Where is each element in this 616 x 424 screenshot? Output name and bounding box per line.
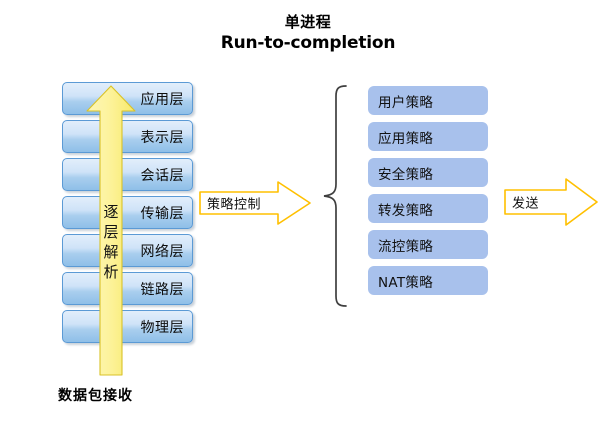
- title-line-chinese: 单进程: [284, 13, 332, 31]
- layer-box-physical[interactable]: 物理层: [62, 310, 193, 343]
- policy-label: 应用策略: [378, 130, 434, 147]
- layer-box-network[interactable]: 网络层: [62, 234, 193, 267]
- layer-box-session[interactable]: 会话层: [62, 158, 193, 191]
- decode-arrow-label-char: 逐: [103, 203, 119, 221]
- packet-receive-caption: 数据包接收: [58, 388, 133, 404]
- curly-brace-icon: [323, 85, 347, 307]
- policy-box-nat[interactable]: NAT策略: [368, 266, 488, 295]
- policy-label: 流控策略: [378, 238, 434, 255]
- send-arrow-label: 发送: [512, 196, 540, 212]
- policy-label: NAT策略: [378, 274, 434, 291]
- decode-arrow-label: 逐层解析: [103, 202, 118, 282]
- policy-box-flow-control[interactable]: 流控策略: [368, 230, 488, 259]
- right-arrow-icon: [199, 181, 311, 225]
- layer-box-transport[interactable]: 传输层: [62, 196, 193, 229]
- decode-arrow-label-char: 析: [103, 263, 119, 281]
- policy-control-arrow[interactable]: 策略控制: [199, 181, 311, 225]
- left-curly-brace: [322, 84, 348, 308]
- title-line-english: Run-to-completion: [220, 33, 396, 54]
- layer-label: 物理层: [140, 319, 184, 336]
- layer-box-presentation[interactable]: 表示层: [62, 120, 193, 153]
- policy-box-security[interactable]: 安全策略: [368, 158, 488, 187]
- policy-box-application[interactable]: 应用策略: [368, 122, 488, 151]
- policy-label: 安全策略: [378, 166, 434, 183]
- layer-label: 链路层: [140, 281, 184, 298]
- protocol-layer-stack: 应用层 表示层 会话层 传输层 网络层 链路层 物理层: [62, 82, 198, 346]
- decode-arrow-label-char: 层: [103, 223, 119, 241]
- policy-list: 用户策略 应用策略 安全策略 转发策略 流控策略 NAT策略: [368, 86, 494, 306]
- layer-label: 网络层: [140, 243, 184, 260]
- policy-control-arrow-label: 策略控制: [207, 197, 262, 213]
- send-arrow[interactable]: 发送: [504, 178, 598, 226]
- up-arrow-icon: [86, 85, 136, 376]
- policy-label: 转发策略: [378, 202, 434, 219]
- policy-label: 用户策略: [378, 94, 434, 111]
- decode-arrow-label-wrap: 逐层解析: [84, 192, 138, 292]
- layer-label: 应用层: [140, 91, 184, 108]
- layer-label: 会话层: [140, 167, 184, 184]
- layer-label: 传输层: [140, 205, 184, 222]
- policy-box-user[interactable]: 用户策略: [368, 86, 488, 115]
- right-arrow-icon: [504, 178, 598, 226]
- diagram-title: 单进程 Run-to-completion: [0, 12, 616, 55]
- layer-label: 表示层: [140, 129, 184, 146]
- policy-box-forwarding[interactable]: 转发策略: [368, 194, 488, 223]
- layer-box-datalink[interactable]: 链路层: [62, 272, 193, 305]
- decode-arrow-label-char: 解: [103, 243, 119, 261]
- layer-by-layer-decode-arrow: 逐层解析: [84, 84, 138, 377]
